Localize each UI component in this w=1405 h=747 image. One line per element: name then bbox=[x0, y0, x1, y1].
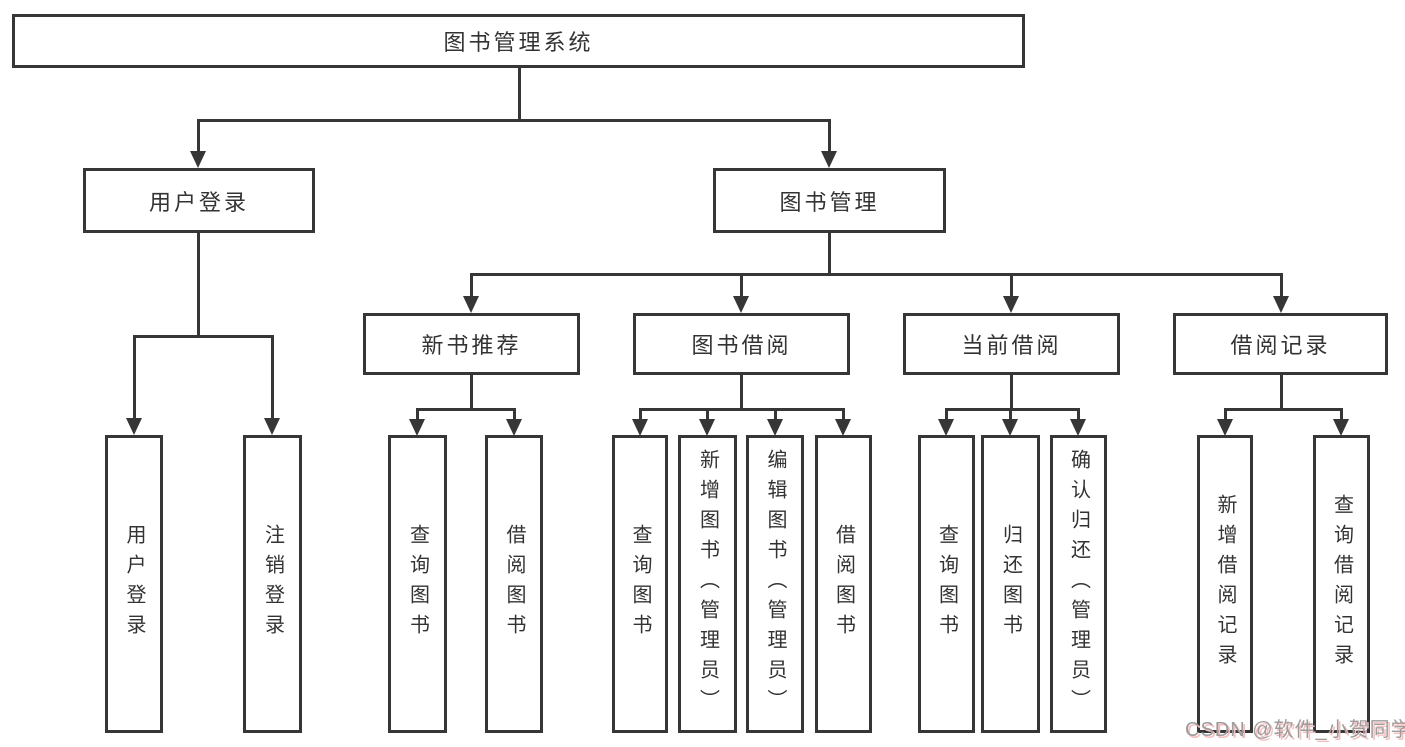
node-leaf-query-borrow-record: 查询借阅记录 bbox=[1313, 435, 1370, 733]
node-library-system-label: 图书管理系统 bbox=[443, 30, 594, 55]
arrowhead-icon bbox=[1333, 419, 1349, 436]
arrowhead-icon bbox=[835, 419, 851, 436]
connector-line bbox=[197, 119, 831, 122]
node-leaf-borrow-book-1: 借阅图书 bbox=[485, 435, 543, 733]
connector-line bbox=[518, 68, 521, 119]
connector-line bbox=[1224, 408, 1342, 411]
node-leaf-query-book-2-label: 查询图书 bbox=[629, 524, 651, 644]
node-leaf-query-book-2: 查询图书 bbox=[612, 435, 668, 733]
node-leaf-logout: 注销登录 bbox=[243, 435, 302, 733]
node-leaf-query-book-3-label: 查询图书 bbox=[935, 524, 958, 644]
connector-line bbox=[639, 408, 845, 411]
node-library-system: 图书管理系统 bbox=[12, 14, 1025, 68]
node-leaf-user-login: 用户登录 bbox=[105, 435, 163, 733]
connector-line bbox=[828, 233, 831, 273]
arrowhead-icon bbox=[409, 419, 425, 436]
connector-line bbox=[197, 233, 200, 335]
node-current-borrow: 当前借阅 bbox=[903, 313, 1120, 375]
arrowhead-icon bbox=[1217, 419, 1233, 436]
arrowhead-icon bbox=[126, 418, 142, 435]
connector-line bbox=[133, 335, 136, 419]
node-user-login: 用户登录 bbox=[83, 168, 315, 233]
node-book-borrow-label: 图书借阅 bbox=[691, 333, 792, 358]
arrowhead-icon bbox=[1002, 419, 1018, 436]
arrowhead-icon bbox=[767, 419, 783, 436]
node-borrow-record: 借阅记录 bbox=[1173, 313, 1388, 375]
connector-line bbox=[740, 273, 743, 298]
node-leaf-add-book-admin: 新增图书（管理员） bbox=[678, 435, 737, 733]
arrowhead-icon bbox=[632, 419, 648, 436]
connector-line bbox=[416, 408, 516, 411]
node-leaf-query-book-1: 查询图书 bbox=[388, 435, 447, 733]
arrowhead-icon bbox=[1003, 296, 1019, 313]
node-user-login-label: 用户登录 bbox=[148, 189, 249, 215]
node-leaf-query-book-3: 查询图书 bbox=[918, 435, 975, 733]
node-leaf-confirm-return-admin: 确认归还（管理员） bbox=[1050, 435, 1107, 733]
node-new-book-recommend: 新书推荐 bbox=[363, 313, 580, 375]
node-leaf-add-borrow-record: 新增借阅记录 bbox=[1197, 435, 1253, 733]
connector-line bbox=[1280, 375, 1283, 408]
arrowhead-icon bbox=[1273, 296, 1289, 313]
arrowhead-icon bbox=[938, 419, 954, 436]
connector-line bbox=[842, 408, 845, 421]
arrowhead-icon bbox=[264, 418, 280, 435]
node-leaf-logout-label: 注销登录 bbox=[261, 524, 284, 644]
connector-line bbox=[470, 273, 473, 298]
connector-line bbox=[1010, 375, 1013, 408]
node-leaf-borrow-book-1-label: 借阅图书 bbox=[503, 524, 525, 644]
node-leaf-borrow-book-2-label: 借阅图书 bbox=[832, 524, 855, 644]
arrowhead-icon bbox=[733, 296, 749, 313]
connector-line bbox=[513, 408, 516, 421]
node-book-management-label: 图书管理 bbox=[779, 189, 880, 215]
connector-line bbox=[470, 273, 1283, 276]
connector-line bbox=[416, 408, 419, 421]
node-leaf-confirm-return-admin-label: 确认归还（管理员） bbox=[1067, 449, 1090, 719]
node-leaf-add-book-admin-label: 新增图书（管理员） bbox=[696, 449, 719, 719]
connector-line bbox=[945, 408, 948, 421]
node-leaf-edit-book-admin: 编辑图书（管理员） bbox=[746, 435, 804, 733]
connector-line bbox=[740, 375, 743, 408]
connector-line bbox=[1224, 408, 1227, 421]
connector-line bbox=[706, 408, 709, 421]
arrowhead-icon bbox=[821, 151, 837, 168]
connector-line bbox=[774, 408, 777, 421]
node-new-book-recommend-label: 新书推荐 bbox=[421, 333, 522, 358]
connector-line bbox=[639, 408, 642, 421]
connector-line bbox=[828, 119, 831, 152]
connector-line bbox=[945, 408, 1079, 411]
connector-line bbox=[271, 335, 274, 419]
connector-line bbox=[1340, 408, 1343, 421]
node-leaf-user-login-label: 用户登录 bbox=[123, 524, 145, 644]
connector-line bbox=[1077, 408, 1080, 421]
connector-line bbox=[133, 335, 274, 338]
node-leaf-query-borrow-record-label: 查询借阅记录 bbox=[1330, 494, 1353, 674]
node-leaf-borrow-book-2: 借阅图书 bbox=[815, 435, 872, 733]
connector-line bbox=[470, 375, 473, 408]
connector-line bbox=[1280, 273, 1283, 298]
node-leaf-edit-book-admin-label: 编辑图书（管理员） bbox=[764, 449, 786, 719]
arrowhead-icon bbox=[463, 296, 479, 313]
arrowhead-icon bbox=[506, 419, 522, 436]
node-leaf-query-book-1-label: 查询图书 bbox=[406, 524, 429, 644]
node-book-management: 图书管理 bbox=[713, 168, 946, 233]
node-leaf-return-book: 归还图书 bbox=[981, 435, 1040, 733]
connector-line bbox=[197, 119, 200, 152]
node-leaf-add-borrow-record-label: 新增借阅记录 bbox=[1214, 494, 1236, 674]
node-book-borrow: 图书借阅 bbox=[633, 313, 850, 375]
arrowhead-icon bbox=[1070, 419, 1086, 436]
arrowhead-icon bbox=[190, 151, 206, 168]
arrowhead-icon bbox=[699, 419, 715, 436]
node-borrow-record-label: 借阅记录 bbox=[1230, 333, 1331, 358]
connector-line bbox=[1010, 273, 1013, 298]
connector-line bbox=[1009, 408, 1012, 421]
node-current-borrow-label: 当前借阅 bbox=[961, 333, 1062, 358]
node-leaf-return-book-label: 归还图书 bbox=[999, 524, 1022, 644]
csdn-watermark: CSDN @软件_小贺同学 bbox=[1185, 719, 1405, 741]
